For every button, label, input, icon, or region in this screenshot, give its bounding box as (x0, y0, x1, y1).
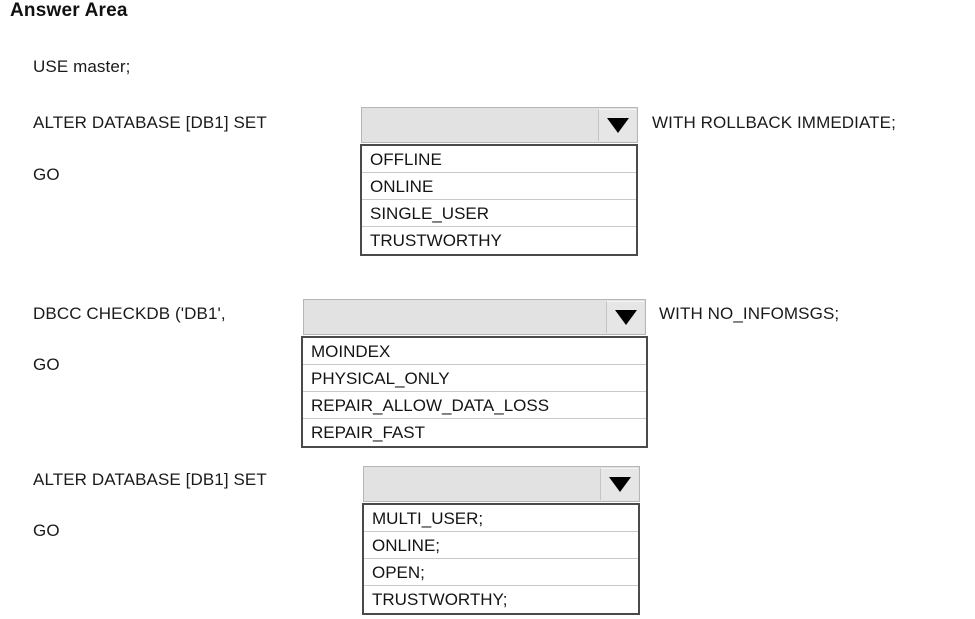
list-item[interactable]: REPAIR_FAST (303, 419, 646, 446)
statement-prefix-alter-database-set-2: ALTER DATABASE [DB1] SET (33, 470, 267, 489)
dropdown-alter-database-set-2[interactable] (363, 466, 640, 502)
list-item[interactable]: OFFLINE (362, 146, 636, 173)
chevron-down-icon[interactable] (598, 109, 636, 141)
statement-prefix-dbcc-checkdb: DBCC CHECKDB ('DB1', (33, 304, 226, 323)
statement-suffix-dbcc-checkdb: WITH NO_INFOMSGS; (659, 304, 840, 323)
statement-suffix-alter-database-set-1: WITH ROLLBACK IMMEDIATE; (652, 113, 896, 132)
dropdown-list-alter-database-set-2[interactable]: MULTI_USER; ONLINE; OPEN; TRUSTWORTHY; (362, 503, 640, 615)
chevron-down-glyph (614, 310, 637, 325)
list-item[interactable]: MOINDEX (303, 338, 646, 365)
chevron-down-glyph (608, 477, 631, 492)
list-item[interactable]: OPEN; (364, 559, 638, 586)
dropdown-dbcc-checkdb[interactable] (303, 299, 646, 335)
list-item[interactable]: TRUSTWORTHY; (364, 586, 638, 613)
dropdown-alter-database-set-1[interactable] (361, 107, 638, 143)
statement-prefix-alter-database-set-1: ALTER DATABASE [DB1] SET (33, 113, 267, 132)
list-item[interactable]: TRUSTWORTHY (362, 227, 636, 254)
statement-terminator-go-3: GO (33, 521, 60, 540)
statement-use-master: USE master; (33, 57, 131, 76)
chevron-down-icon[interactable] (606, 301, 644, 333)
list-item[interactable]: MULTI_USER; (364, 505, 638, 532)
chevron-down-glyph (606, 118, 629, 133)
statement-terminator-go-1: GO (33, 165, 60, 184)
dropdown-list-dbcc-checkdb[interactable]: MOINDEX PHYSICAL_ONLY REPAIR_ALLOW_DATA_… (301, 336, 648, 448)
list-item[interactable]: PHYSICAL_ONLY (303, 365, 646, 392)
chevron-down-icon[interactable] (600, 468, 638, 500)
dropdown-list-alter-database-set-1[interactable]: OFFLINE ONLINE SINGLE_USER TRUSTWORTHY (360, 144, 638, 256)
list-item[interactable]: REPAIR_ALLOW_DATA_LOSS (303, 392, 646, 419)
statement-terminator-go-2: GO (33, 355, 60, 374)
list-item[interactable]: ONLINE; (364, 532, 638, 559)
list-item[interactable]: SINGLE_USER (362, 200, 636, 227)
page-title: Answer Area (10, 0, 128, 21)
list-item[interactable]: ONLINE (362, 173, 636, 200)
